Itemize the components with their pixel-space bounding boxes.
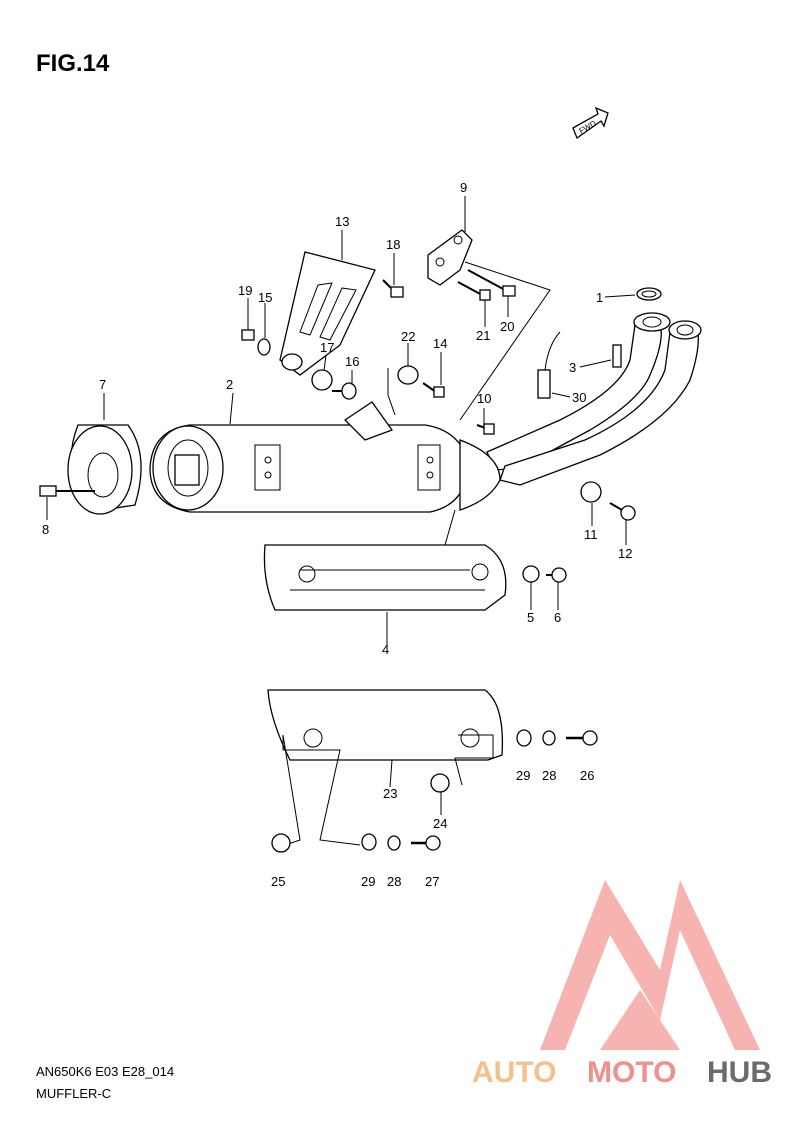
- part-21-bolt[interactable]: [457, 281, 491, 301]
- callout-7: 7: [99, 377, 106, 392]
- part-24-cushion[interactable]: [430, 773, 450, 793]
- callout-8: 8: [42, 522, 49, 537]
- callout-labels: 1 2 3 4 5 6 7 8 9 10 11 12 13 14 15 16 1…: [42, 180, 632, 889]
- part-30-oxygen-sensor[interactable]: [537, 331, 561, 399]
- part-15-washer[interactable]: [257, 338, 271, 356]
- part-18-bolt[interactable]: [382, 279, 404, 298]
- part-28-washer-left[interactable]: [387, 835, 401, 851]
- callout-29-left: 29: [361, 874, 375, 889]
- part-11-cushion[interactable]: [580, 481, 602, 503]
- callout-11: 11: [584, 527, 598, 542]
- callout-3: 3: [569, 360, 576, 375]
- part-13-bracket[interactable]: [279, 251, 376, 376]
- callout-26: 26: [580, 768, 594, 783]
- part-4-muffler-protector[interactable]: [263, 544, 507, 611]
- figure-title: FIG.14: [36, 50, 110, 77]
- part-25-cushion[interactable]: [271, 833, 291, 853]
- callout-18: 18: [386, 237, 400, 252]
- part-29-grommet-right[interactable]: [516, 729, 532, 747]
- part-17-collar[interactable]: [311, 369, 333, 391]
- callout-29-right: 29: [516, 768, 530, 783]
- callout-22: 22: [401, 329, 415, 344]
- part-19-nut[interactable]: [241, 329, 255, 341]
- watermark-text-auto: AUTO: [472, 1056, 556, 1089]
- part-23-muffler-protector[interactable]: [267, 689, 504, 846]
- part-28-washer-right[interactable]: [542, 730, 556, 746]
- callout-17: 17: [320, 340, 334, 355]
- part-12-bolt[interactable]: [609, 502, 636, 521]
- callout-9: 9: [460, 180, 467, 195]
- callout-12: 12: [618, 546, 632, 561]
- callout-24: 24: [433, 816, 447, 831]
- callout-1: 1: [596, 290, 603, 305]
- callout-16: 16: [345, 354, 359, 369]
- callout-6: 6: [554, 610, 561, 625]
- part-10-bolt[interactable]: [476, 423, 495, 435]
- callout-25: 25: [271, 874, 285, 889]
- part-8-bolt[interactable]: [39, 485, 95, 497]
- callout-20: 20: [500, 319, 514, 334]
- section-name-label: MUFFLER-C: [36, 1086, 112, 1101]
- callout-13: 13: [335, 214, 349, 229]
- callout-27: 27: [425, 874, 439, 889]
- part-14-bolt[interactable]: [422, 382, 445, 398]
- part-26-screw[interactable]: [566, 730, 598, 746]
- callout-14: 14: [433, 336, 447, 351]
- leader-lines: [46, 196, 636, 815]
- part-5-grommet[interactable]: [522, 565, 540, 583]
- callout-21: 21: [476, 328, 490, 343]
- part-2-muffler[interactable]: [149, 401, 501, 513]
- callout-28-left: 28: [387, 874, 401, 889]
- callout-28-right: 28: [542, 768, 556, 783]
- part-29-grommet-left[interactable]: [361, 833, 377, 851]
- forward-direction-arrow-icon: FWD: [572, 106, 609, 140]
- callout-15: 15: [258, 290, 272, 305]
- part-22-washer[interactable]: [397, 365, 419, 385]
- part-20-bolt[interactable]: [467, 269, 516, 297]
- callout-5: 5: [527, 610, 534, 625]
- model-code-label: AN650K6 E03 E28_014: [36, 1064, 175, 1079]
- callout-30: 30: [572, 390, 586, 405]
- part-1-gasket[interactable]: [636, 287, 662, 301]
- part-7-muffler-end-cap[interactable]: [67, 424, 142, 515]
- watermark-text-moto: MOTO: [587, 1056, 676, 1089]
- part-27-screw[interactable]: [411, 835, 441, 851]
- callout-10: 10: [477, 391, 491, 406]
- part-16-bolt[interactable]: [332, 382, 357, 400]
- part-3-stud-bolt[interactable]: [612, 344, 622, 368]
- exhaust-pipe[interactable]: [486, 312, 702, 486]
- part-9-bracket[interactable]: [427, 229, 473, 286]
- callout-2: 2: [226, 377, 233, 392]
- callout-19: 19: [238, 283, 252, 298]
- callout-23: 23: [383, 786, 397, 801]
- watermark-text-hub: HUB: [707, 1056, 772, 1089]
- automotohub-watermark-logo: AUTO MOTO HUB: [472, 880, 772, 1089]
- callout-4: 4: [382, 642, 389, 657]
- part-6-screw[interactable]: [546, 567, 567, 583]
